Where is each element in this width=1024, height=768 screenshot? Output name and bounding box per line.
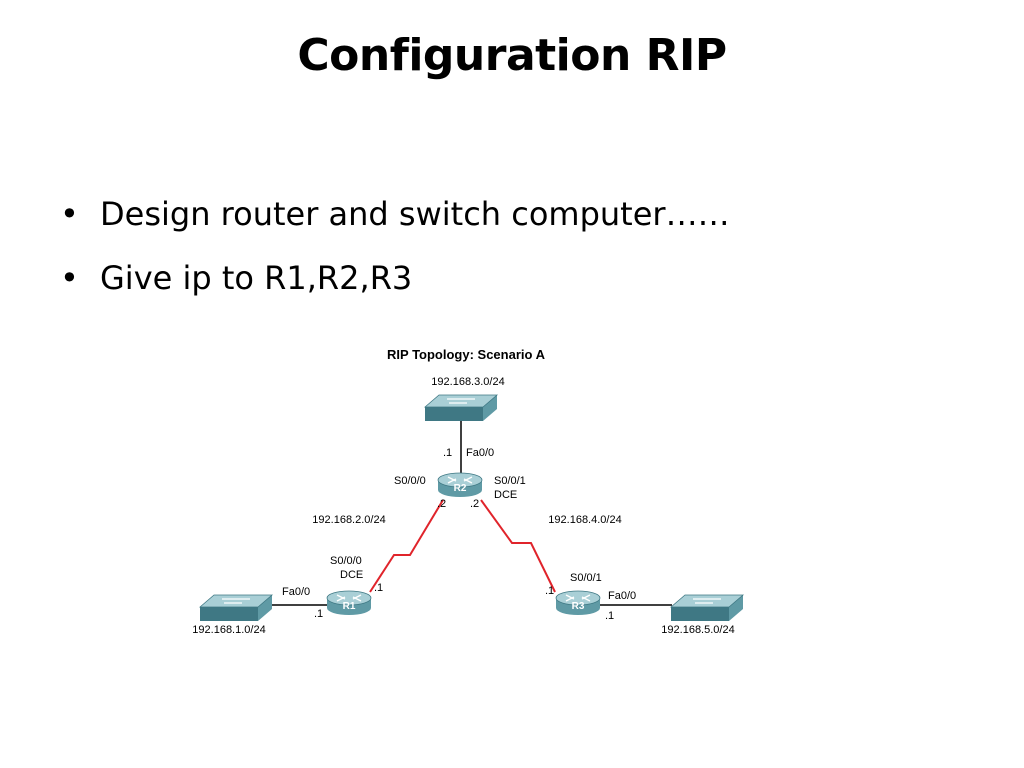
interface-label: Fa0/0 [466, 447, 494, 459]
interface-label: S0/0/0 [330, 555, 362, 567]
slide-title: Configuration RIP [297, 30, 727, 81]
router-r2: R2 [437, 472, 483, 498]
serial-link-r2-r3 [480, 499, 556, 593]
switch-icon [424, 394, 498, 422]
router-label: R2 [454, 483, 467, 494]
bullet-text: Give ip to R1,R2,R3 [100, 259, 413, 297]
network-label: 192.168.2.0/24 [312, 514, 385, 526]
diagram-title: RIP Topology: Scenario A [387, 347, 546, 362]
interface-label: S0/0/1 [570, 572, 602, 584]
interface-label: Fa0/0 [282, 586, 310, 598]
host-label: .2 [437, 498, 446, 510]
network-label: 192.168.5.0/24 [661, 624, 734, 636]
router-label: R3 [572, 601, 585, 612]
bullet-item: • Design router and switch computer…… [60, 192, 730, 256]
switch-icon [670, 594, 744, 622]
bullet-list: • Design router and switch computer…… • … [60, 192, 730, 320]
interface-label: S0/0/1 [494, 475, 526, 487]
dce-label: DCE [340, 569, 363, 581]
router-label: R1 [343, 601, 356, 612]
bullet-item: • Give ip to R1,R2,R3 [60, 256, 730, 320]
bullet-marker: • [60, 259, 79, 297]
bullet-marker: • [60, 195, 79, 233]
router-r3: R3 [555, 590, 601, 616]
host-label: .1 [374, 582, 383, 594]
network-label: 192.168.3.0/24 [431, 376, 504, 388]
network-label: 192.168.1.0/24 [192, 624, 265, 636]
switch-icon [199, 594, 273, 622]
router-r1: R1 [326, 590, 372, 616]
network-label: 192.168.4.0/24 [548, 514, 621, 526]
host-label: .1 [443, 447, 452, 459]
host-label: .1 [314, 608, 323, 620]
host-label: .1 [605, 610, 614, 622]
dce-label: DCE [494, 489, 517, 501]
bullet-text: Design router and switch computer…… [100, 195, 730, 233]
interface-label: Fa0/0 [608, 590, 636, 602]
host-label: .1 [545, 585, 554, 597]
host-label: .2 [470, 498, 479, 510]
interface-label: S0/0/0 [394, 475, 426, 487]
serial-link-r1-r2 [369, 499, 444, 593]
